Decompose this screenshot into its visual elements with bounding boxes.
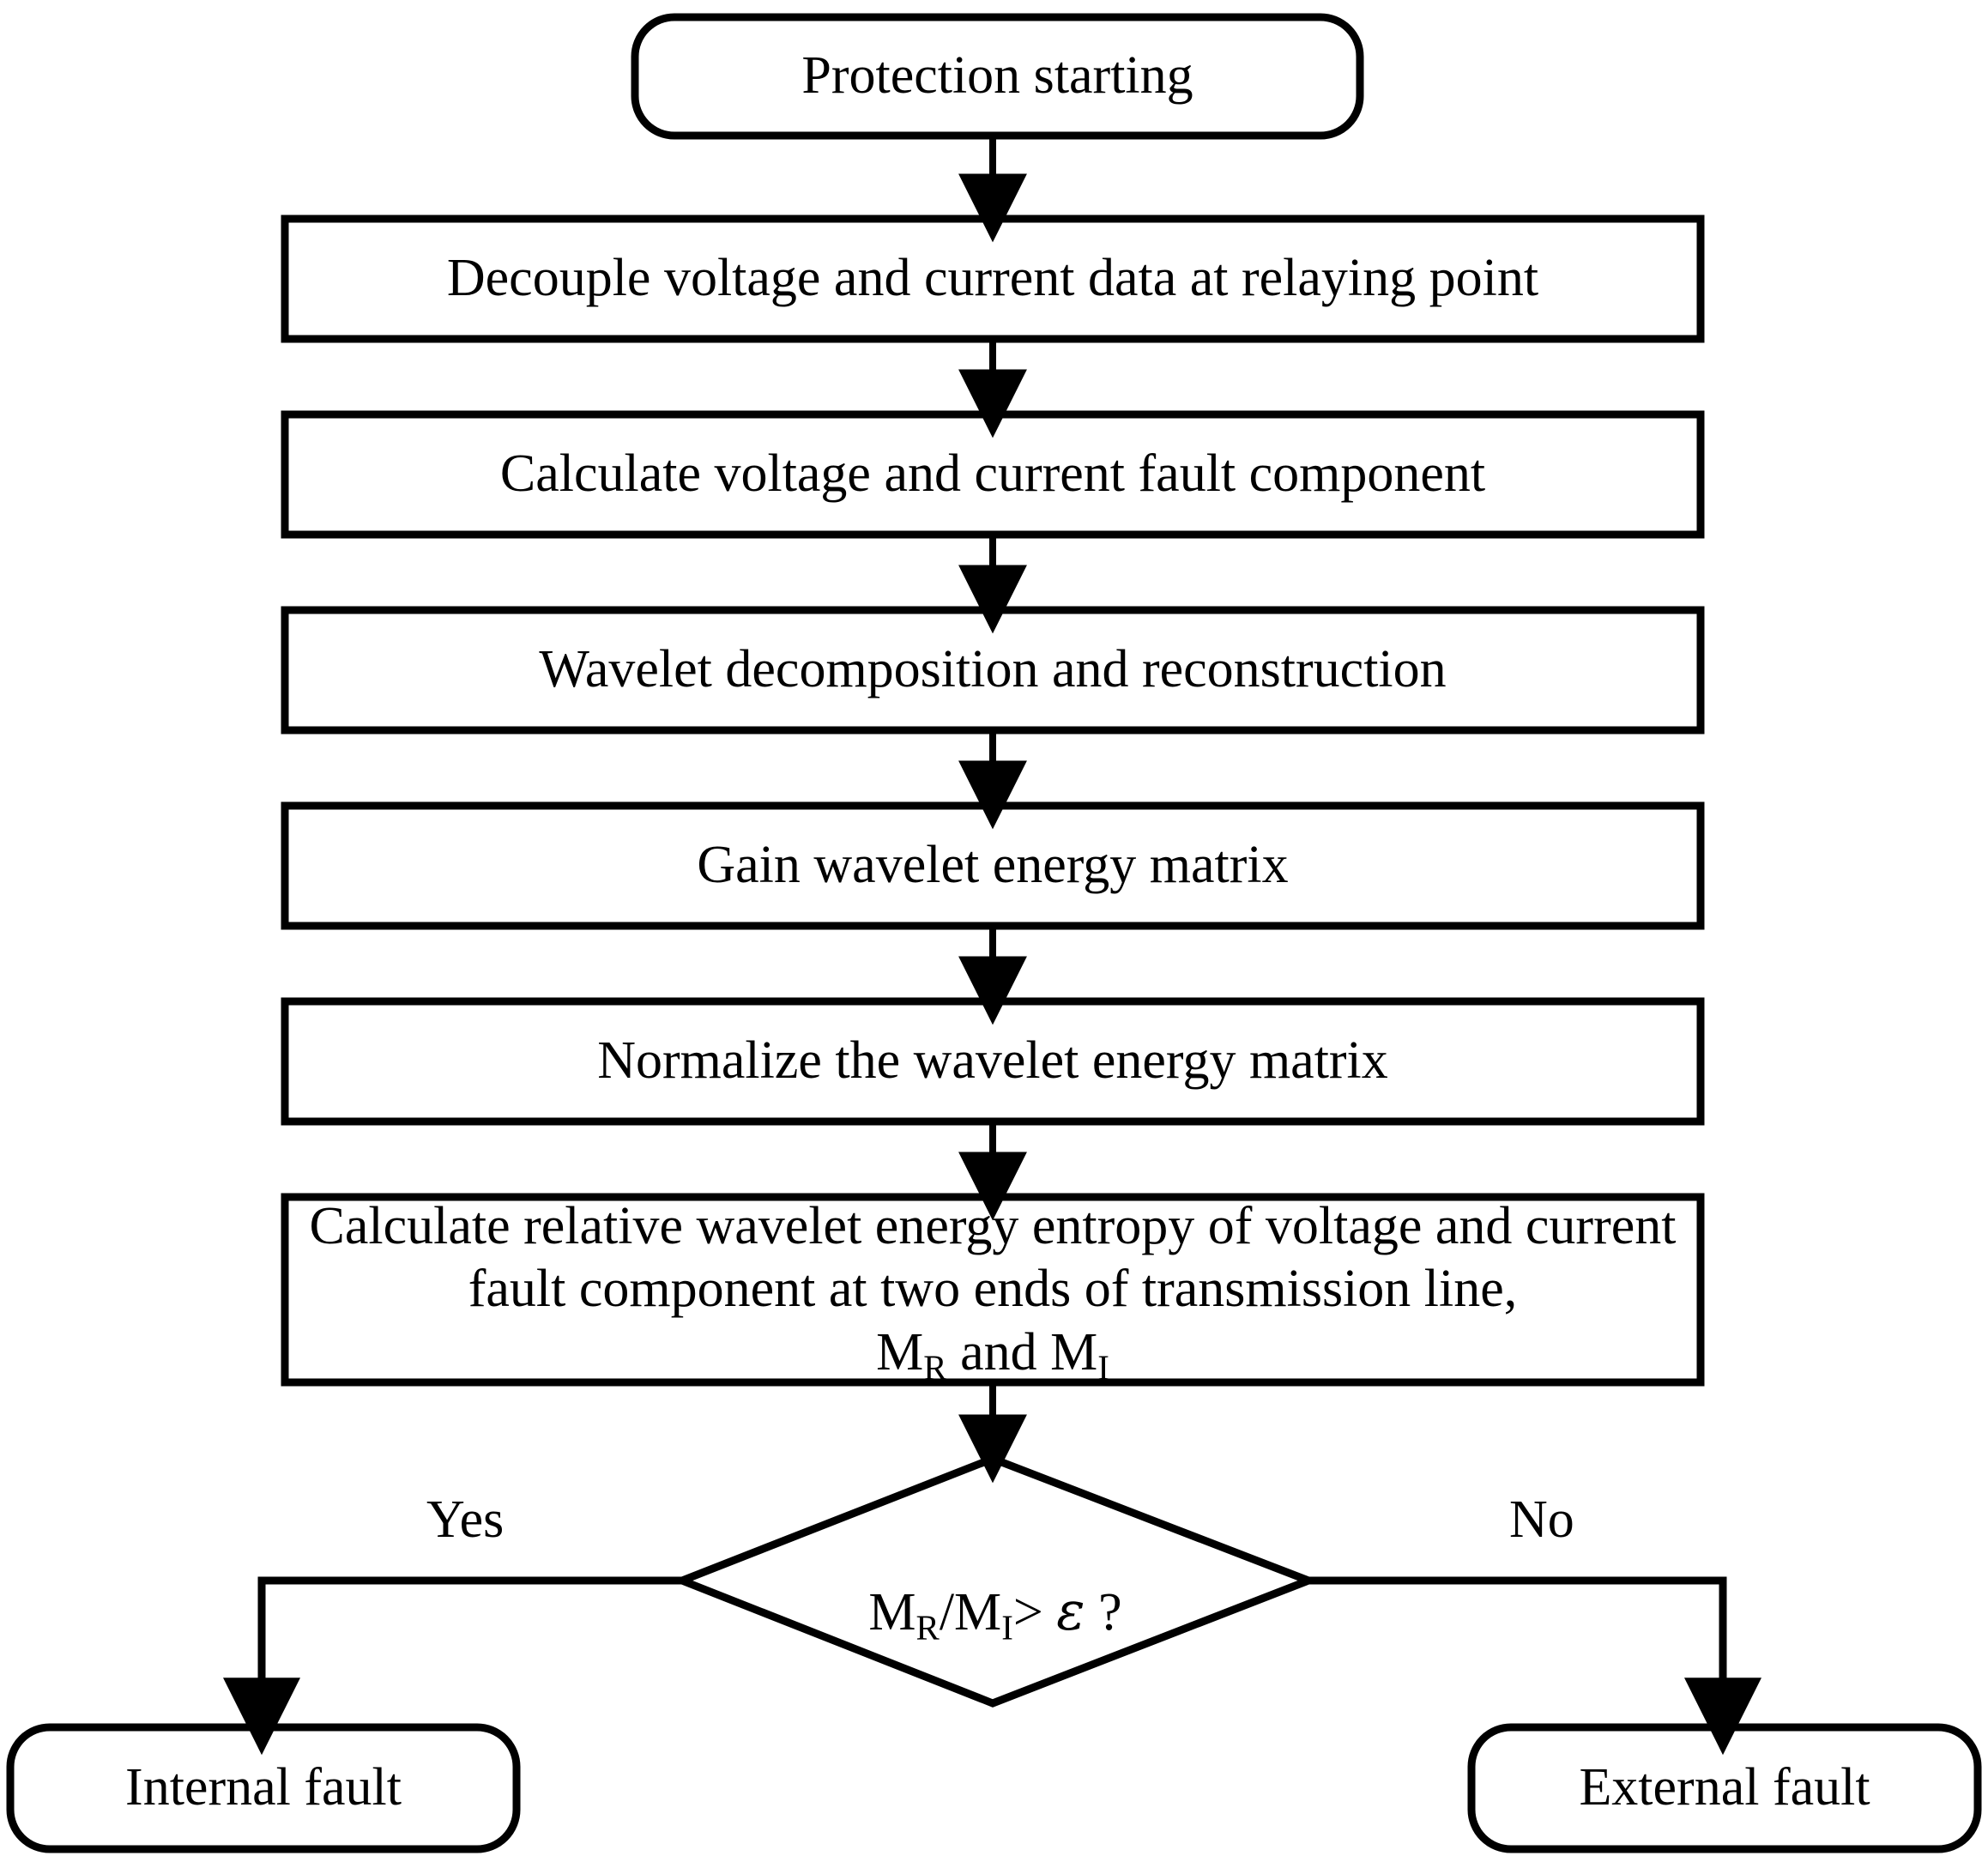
edge-label-no: No — [1509, 1490, 1574, 1549]
node-external-fault-shape[interactable] — [1467, 1723, 1982, 1853]
edge-label-yes: Yes — [426, 1490, 505, 1549]
node-entropy-shape[interactable] — [281, 1193, 1705, 1387]
node-start-shape[interactable] — [631, 13, 1364, 140]
node-decision-shape[interactable] — [671, 1454, 1320, 1708]
node-calc-fc-shape[interactable] — [281, 410, 1705, 539]
node-normalize-shape[interactable] — [281, 997, 1705, 1126]
node-wavelet-shape[interactable] — [281, 606, 1705, 735]
edge-decision-no-to-external — [1308, 1576, 1761, 1756]
node-decouple-shape[interactable] — [281, 215, 1705, 343]
node-gain-shape[interactable] — [281, 801, 1705, 930]
edge-decision-yes-to-internal — [223, 1576, 682, 1756]
node-internal-fault-shape[interactable] — [6, 1723, 521, 1853]
